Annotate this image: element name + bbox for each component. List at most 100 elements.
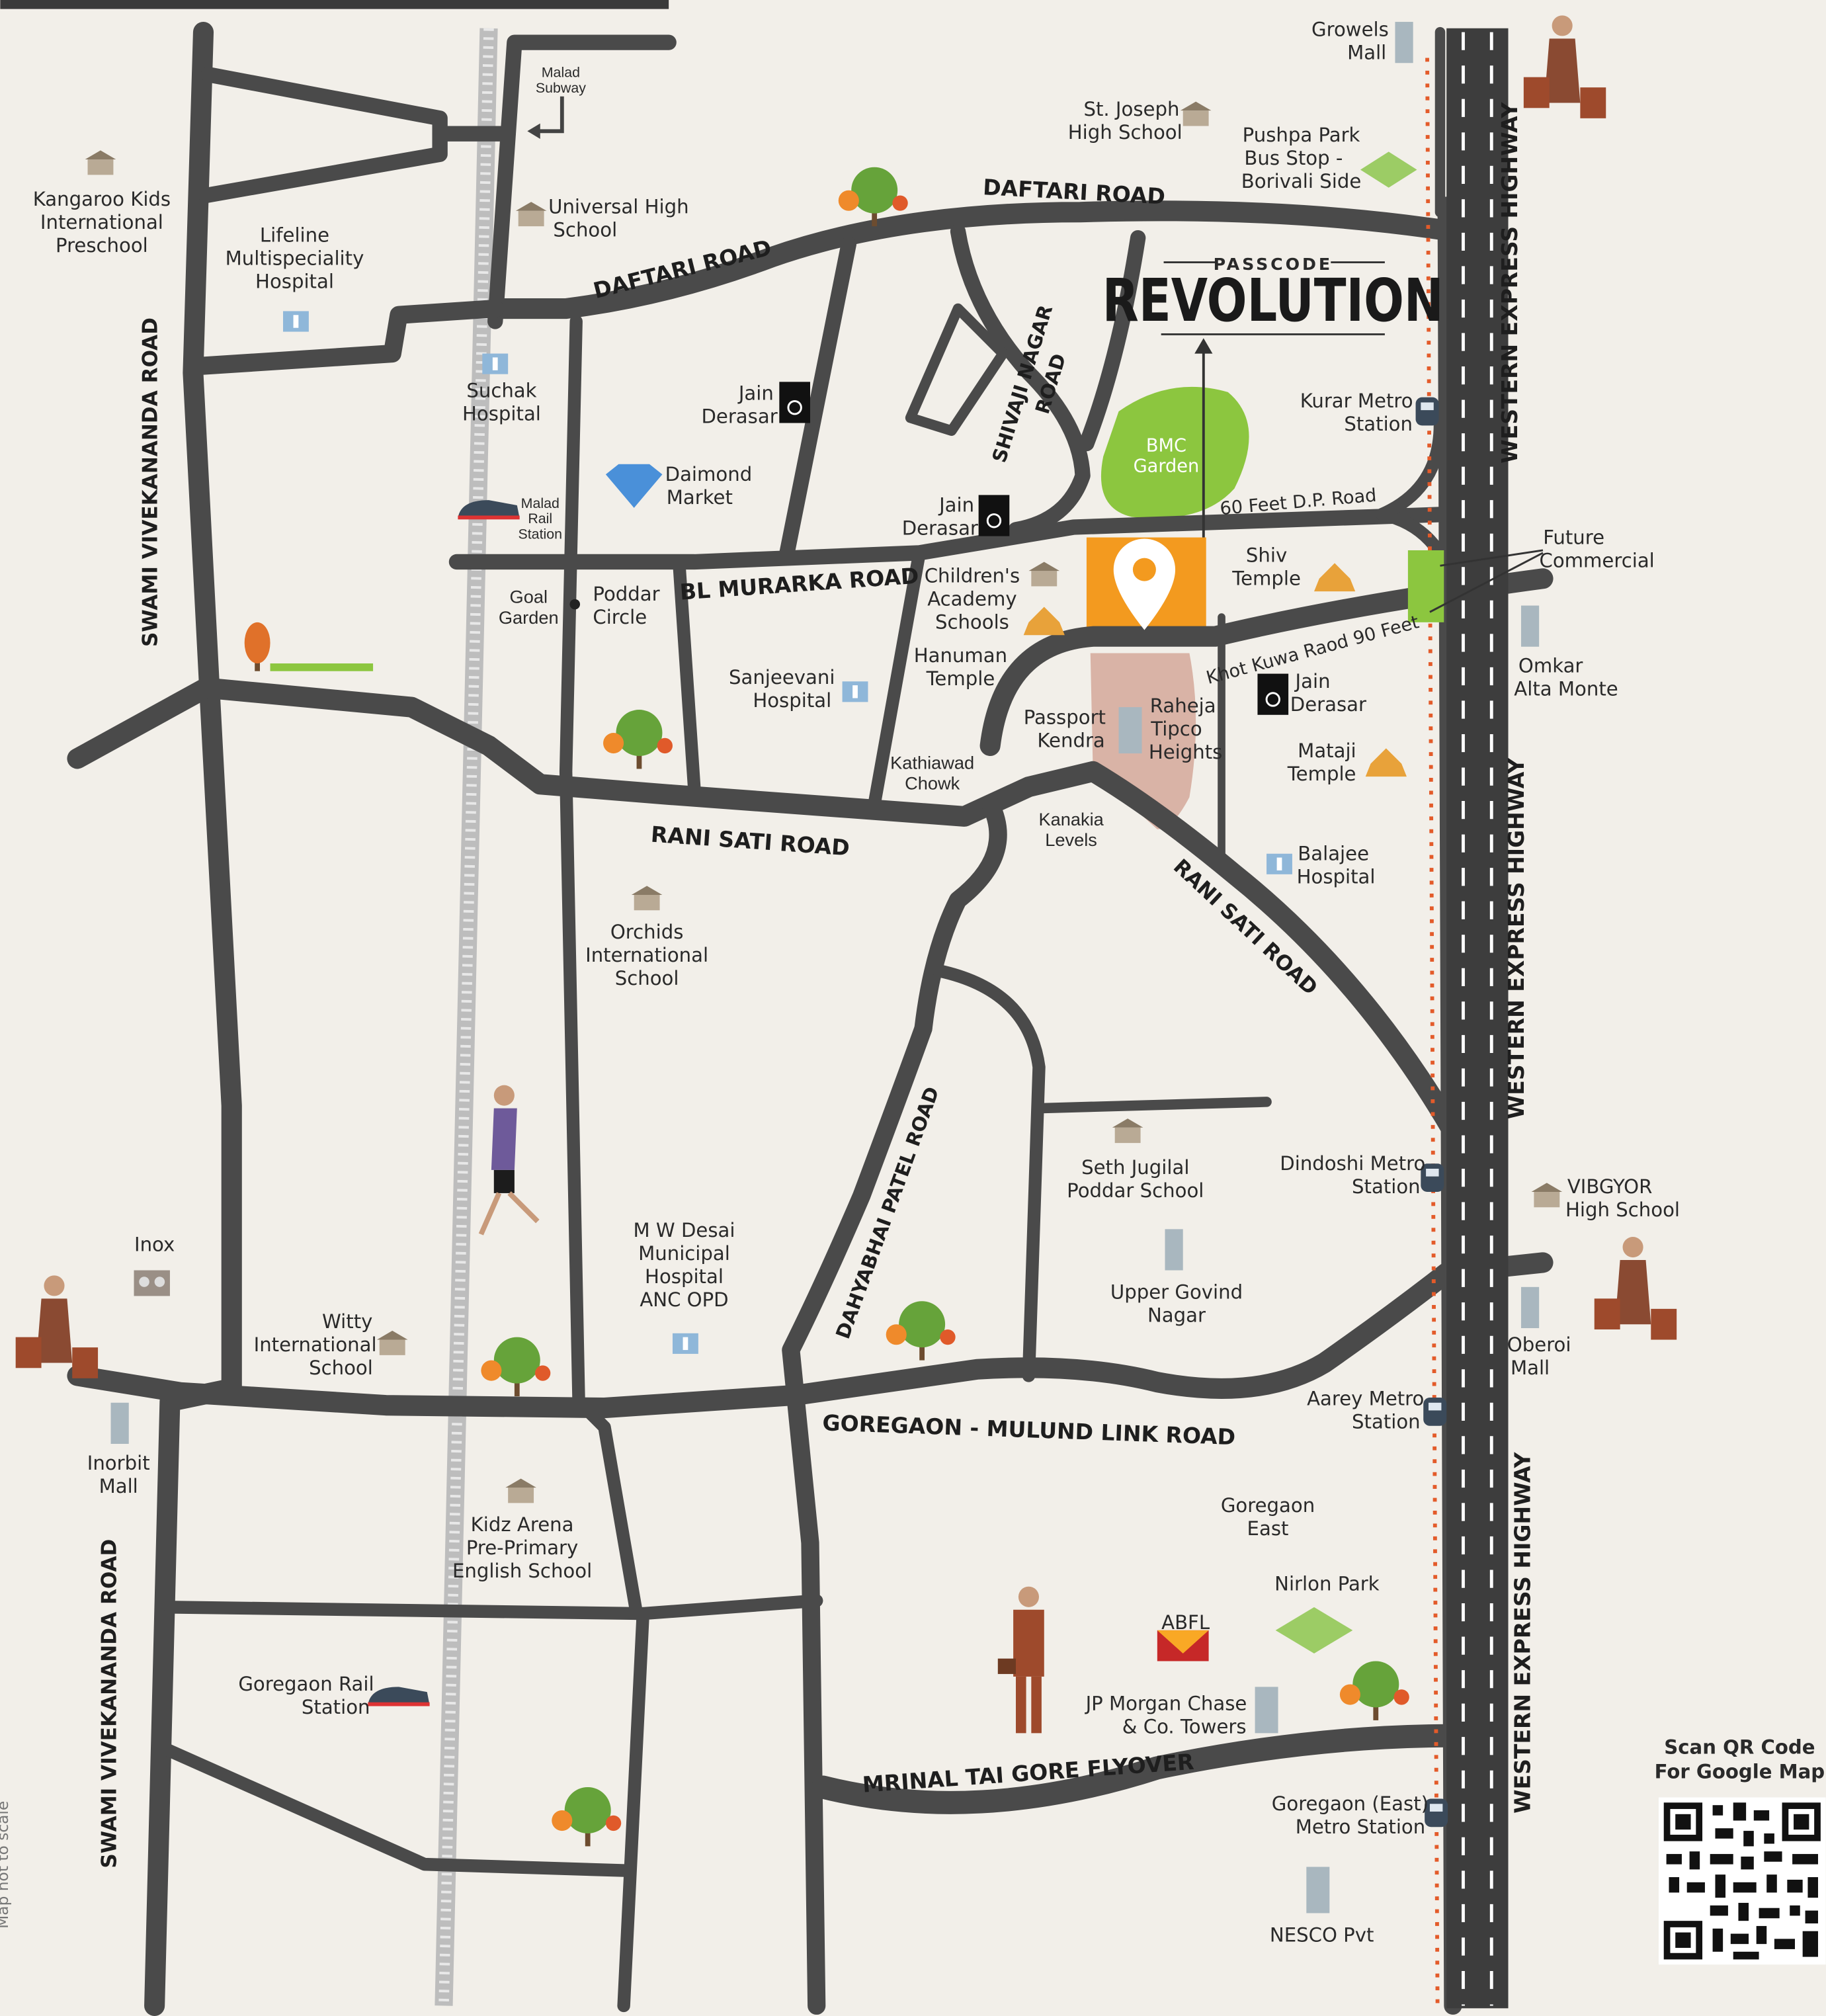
hospital-icon xyxy=(482,353,509,374)
school-icon xyxy=(85,150,116,175)
label-abfl: ABFL xyxy=(1161,1611,1210,1634)
road-label-swami-2: SWAMI VIVEKANANDA ROAD xyxy=(97,1539,121,1869)
walking-woman-figure xyxy=(478,1085,540,1236)
project-brand: PASSCODE xyxy=(1214,255,1333,274)
businessman-figure xyxy=(997,1586,1044,1734)
bmc-garden xyxy=(1100,386,1249,519)
mall-building-icon xyxy=(1255,1687,1278,1734)
school-icon xyxy=(505,1478,536,1503)
hospital-icon xyxy=(672,1333,698,1354)
mall-building-icon xyxy=(1306,1867,1330,1913)
qr-section: Scan QR Code For Google Map xyxy=(1655,1736,1826,1965)
school-icon xyxy=(376,1330,408,1355)
school-icon xyxy=(1180,101,1212,126)
shopper-figure xyxy=(1594,1237,1677,1340)
arrow-icon xyxy=(532,96,564,134)
shopper-figure xyxy=(1523,15,1606,118)
label-nesco: NESCO Pvt xyxy=(1270,1923,1374,1946)
qr-caption-2: For Google Map xyxy=(1655,1760,1825,1783)
mall-building-icon xyxy=(1118,707,1142,754)
diamond-icon xyxy=(605,464,663,508)
hospital-icon xyxy=(283,311,309,332)
school-icon xyxy=(1531,1183,1563,1208)
mall-building-icon xyxy=(1395,22,1413,63)
school-icon xyxy=(515,202,547,227)
hospital-icon xyxy=(1266,853,1292,874)
metro-station-icon xyxy=(1425,1798,1448,1827)
tree-icon xyxy=(838,167,908,227)
railway-line xyxy=(435,28,498,2006)
cinema-icon xyxy=(134,1270,170,1296)
tree-icon xyxy=(1339,1661,1409,1720)
mall-building-icon xyxy=(1165,1229,1183,1271)
label-goregaon-metro: Goregaon (East)Metro Station xyxy=(1272,1792,1429,1838)
qr-code xyxy=(1658,1797,1826,1965)
scale-note: Map not to scale xyxy=(0,1801,12,1929)
temple-icon xyxy=(1023,607,1065,636)
jain-derasar-icon xyxy=(1257,673,1289,715)
goal-garden-dot xyxy=(569,599,581,610)
tree-icon xyxy=(603,710,673,769)
tree-icon xyxy=(886,1301,956,1361)
school-icon xyxy=(1028,562,1060,587)
hospital-icon xyxy=(842,681,868,702)
metro-station-icon xyxy=(1415,397,1439,426)
mall-building-icon xyxy=(110,1402,129,1444)
jain-derasar-icon xyxy=(978,495,1010,536)
tree-icon xyxy=(244,622,374,671)
metro-station-icon xyxy=(1423,1397,1447,1426)
metro-line xyxy=(1425,58,1440,2006)
abfl-logo xyxy=(1157,1630,1209,1661)
road-label-weh-2: WESTERN EXPRESS HIGHWAY xyxy=(1503,757,1529,1119)
school-icon xyxy=(631,886,663,911)
tree-icon xyxy=(552,1786,622,1847)
temple-icon xyxy=(1365,748,1407,777)
train-icon xyxy=(458,500,520,520)
tree-icon xyxy=(481,1337,551,1397)
road-label-weh-1: WESTERN EXPRESS HIGHWAY xyxy=(1497,101,1522,463)
label-nirlon: Nirlon Park xyxy=(1274,1573,1380,1595)
mall-building-icon xyxy=(1520,1286,1540,1329)
road-label-weh-3: WESTERN EXPRESS HIGHWAY xyxy=(1510,1452,1536,1814)
school-icon xyxy=(1112,1118,1143,1144)
future-commercial-area xyxy=(1407,550,1444,622)
label-inox: Inox xyxy=(134,1233,175,1255)
jain-derasar-icon xyxy=(779,382,810,423)
